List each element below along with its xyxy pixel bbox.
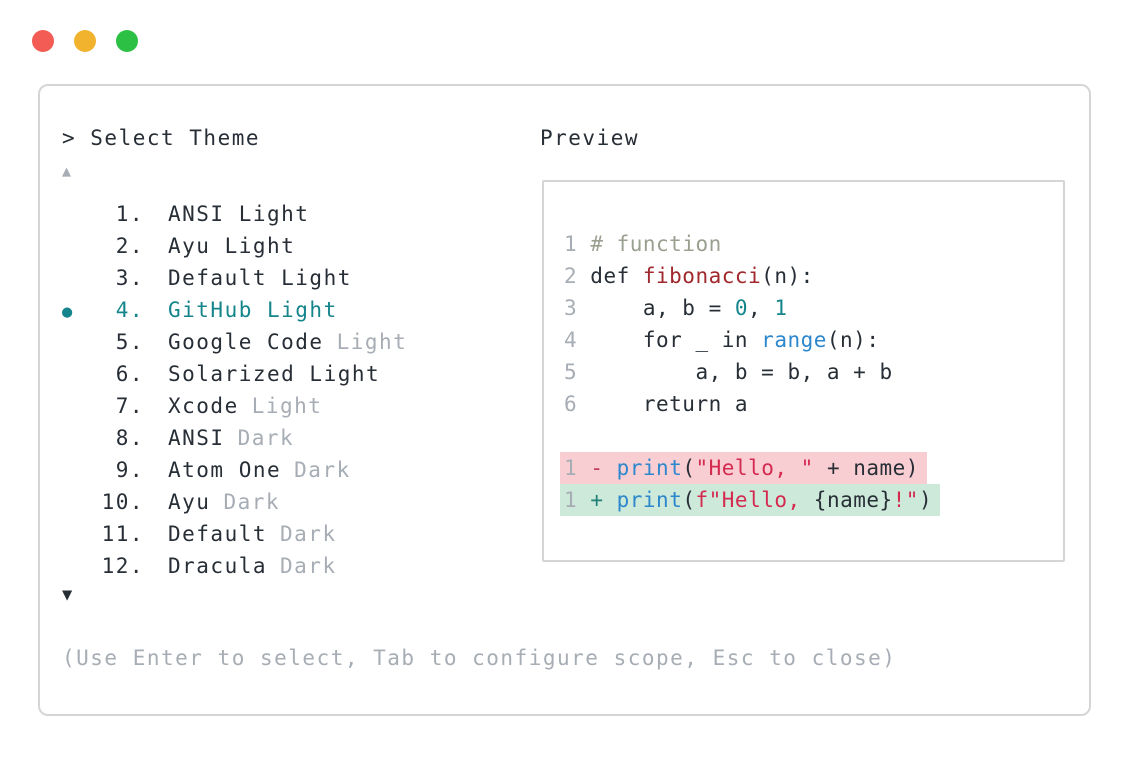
theme-name: Dracula: [168, 554, 268, 578]
zoom-button[interactable]: [116, 30, 138, 52]
theme-number: 9.: [115, 458, 144, 482]
theme-number: 5.: [115, 330, 144, 354]
theme-list-item[interactable]: 12. Dracula Dark: [62, 550, 502, 582]
theme-name: Google Code: [168, 330, 324, 354]
dialog-title: > Select Theme: [62, 126, 261, 150]
theme-name: ANSI Light: [168, 202, 310, 226]
code-preview: 1 # function 2 def fibonacci(n): 3 a, b = …: [544, 182, 1063, 516]
theme-variant-label: Dark: [223, 490, 281, 514]
close-button[interactable]: [32, 30, 54, 52]
theme-variant-label: Dark: [280, 522, 337, 546]
theme-list-item[interactable]: 11. Default Dark: [62, 518, 502, 550]
theme-list-item[interactable]: 7. Xcode Light: [62, 390, 502, 422]
theme-number: 4.: [115, 298, 144, 322]
theme-list-item[interactable]: 1. ANSI Light: [62, 198, 502, 230]
theme-name: ANSI: [168, 426, 225, 450]
selected-bullet-icon: ●: [62, 302, 74, 322]
theme-number: 12.: [101, 554, 144, 578]
theme-list-item[interactable]: 9. Atom One Dark: [62, 454, 502, 486]
keyboard-hint: (Use Enter to select, Tab to configure s…: [62, 646, 897, 670]
theme-list-item[interactable]: 5. Google Code Light: [62, 326, 502, 358]
theme-variant-label: Dark: [237, 426, 295, 450]
theme-name: Solarized Light: [168, 362, 381, 386]
traffic-light-buttons: [32, 30, 138, 52]
theme-number: 11.: [101, 522, 144, 546]
theme-variant-label: Light: [336, 330, 408, 354]
code-line: 4 for _ in range(n):: [564, 328, 880, 352]
scroll-down-indicator[interactable]: ▼: [62, 585, 73, 605]
theme-number: 8.: [115, 426, 144, 450]
diff-line-added: 1 + print(f"Hello, {name}!"): [560, 484, 1063, 516]
theme-list-item[interactable]: 10. Ayu Dark: [62, 486, 502, 518]
theme-name: GitHub Light: [168, 298, 338, 322]
theme-list-item[interactable]: 8. ANSI Dark: [62, 422, 502, 454]
theme-variant-label: Dark: [280, 554, 337, 578]
theme-number: 2.: [115, 234, 144, 258]
theme-name: Ayu Light: [168, 234, 296, 258]
theme-name: Xcode: [168, 394, 239, 418]
code-line: [564, 420, 1063, 452]
code-line: 2 def fibonacci(n):: [564, 264, 814, 288]
preview-title: Preview: [540, 126, 640, 150]
code-line: 3 a, b = 0, 1: [564, 296, 788, 320]
theme-list-item[interactable]: 2. Ayu Light: [62, 230, 502, 262]
diff-line-removed: 1 - print("Hello, " + name): [560, 452, 1063, 484]
code-line: 1 # function: [564, 232, 722, 256]
preview-pane: 1 # function 2 def fibonacci(n): 3 a, b = …: [542, 180, 1065, 562]
theme-variant-label: Light: [251, 394, 323, 418]
diff-highlight: 1 - print("Hello, " + name): [560, 452, 927, 484]
code-line: 5 a, b = b, a + b: [564, 360, 893, 384]
diff-highlight: 1 + print(f"Hello, {name}!"): [560, 484, 941, 516]
minimize-button[interactable]: [74, 30, 96, 52]
theme-number: 3.: [115, 266, 144, 290]
theme-number: 6.: [115, 362, 144, 386]
theme-list: 1. ANSI Light 2. Ayu Light 3. Default Light ● 4…: [62, 198, 502, 582]
code-line: 6 return a: [564, 392, 749, 416]
theme-list-item[interactable]: 3. Default Light: [62, 262, 502, 294]
theme-name: Default: [168, 522, 268, 546]
theme-name: Atom One: [168, 458, 282, 482]
theme-number: 7.: [115, 394, 144, 418]
theme-selector-dialog: > Select Theme Preview ▲ 1. ANSI Light 2. A…: [38, 84, 1091, 716]
theme-number: 1.: [115, 202, 144, 226]
theme-list-item[interactable]: ● 4. GitHub Light: [62, 294, 502, 326]
theme-name: Ayu: [168, 490, 211, 514]
theme-name: Default Light: [168, 266, 352, 290]
theme-variant-label: Dark: [294, 458, 351, 482]
theme-list-item[interactable]: 6. Solarized Light: [62, 358, 502, 390]
scroll-up-indicator[interactable]: ▲: [62, 162, 72, 180]
theme-number: 10.: [101, 490, 144, 514]
